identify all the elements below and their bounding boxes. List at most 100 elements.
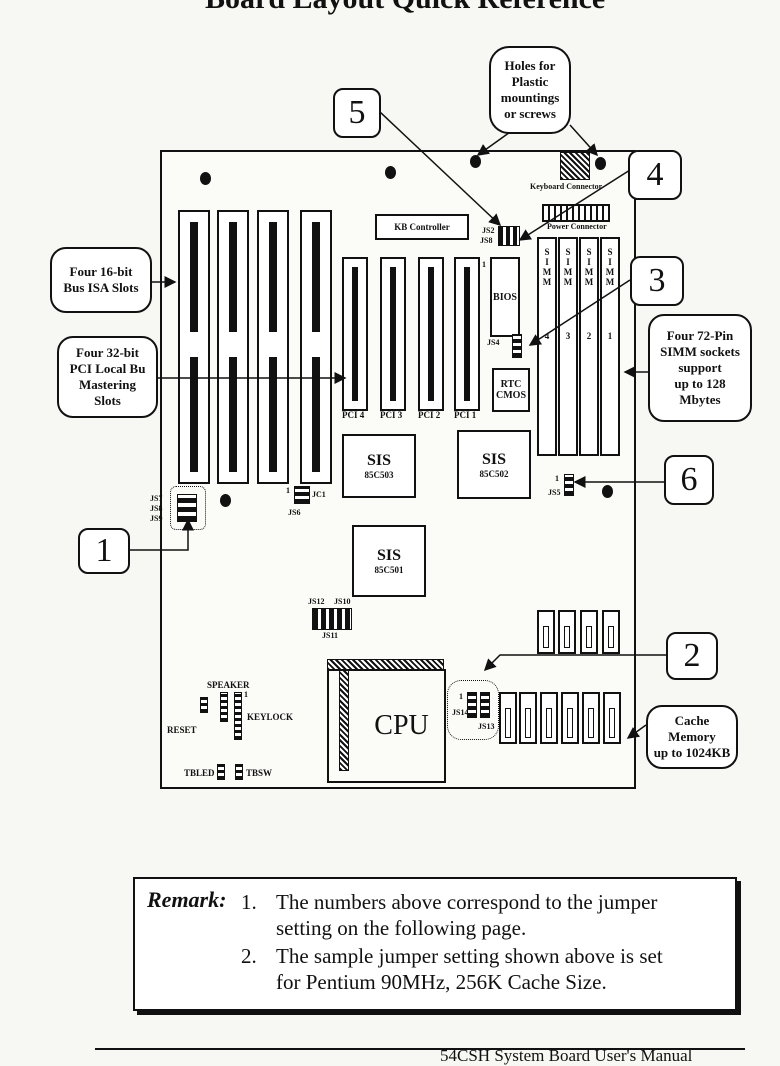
js13-label: JS13	[478, 722, 495, 731]
pci-slot-label: PCI 4	[342, 410, 365, 420]
cache-chip	[603, 692, 621, 744]
footer-text: 54CSH System Board User's Manual	[440, 1046, 693, 1065]
reset-connector	[200, 697, 208, 713]
cpu-chip: CPU	[327, 669, 446, 783]
callout-4: 4	[628, 150, 682, 200]
isa-slot	[300, 210, 332, 484]
reset-label: RESET	[167, 725, 197, 735]
cache-tag-chip	[537, 610, 555, 654]
js10-js12-jumper-block	[312, 608, 352, 630]
remark-heading: Remark:	[147, 887, 227, 912]
remark-item-1-line-1: The numbers above correspond to the jump…	[276, 890, 658, 914]
arrow-4	[518, 169, 631, 241]
tbled-connector	[217, 764, 225, 780]
motherboard-outline: Keyboard Connector Power Connector PCI 4…	[150, 150, 636, 789]
jc1-label: JC1	[312, 490, 326, 499]
js5-label: JS5	[548, 488, 561, 497]
pci-slot-label: PCI 3	[380, 410, 403, 420]
jumper-highlight	[447, 680, 499, 740]
js8-label: JS8	[150, 504, 163, 513]
js8-label: JS8	[480, 236, 493, 245]
js14-pin1-label: 1	[459, 692, 463, 701]
remark-item-1-number: 1.	[241, 890, 257, 914]
mounting-hole	[385, 166, 396, 179]
kb-controller-chip: KB Controller	[375, 214, 469, 240]
cache-chip	[499, 692, 517, 744]
remark-item-1-line-2: setting on the following page.	[276, 916, 527, 940]
cache-chip	[519, 692, 537, 744]
js11-label: JS11	[322, 631, 339, 640]
arrow-5	[379, 111, 502, 227]
pci-slot-3	[380, 257, 406, 411]
jc1-pin1-label: 1	[286, 486, 290, 495]
cache-chip	[582, 692, 600, 744]
remark-item-2-number: 2.	[241, 944, 257, 968]
speaker-connector	[220, 692, 228, 722]
cache-tag-chip	[558, 610, 576, 654]
arrow-holes-2	[569, 124, 599, 157]
bios-chip: BIOS	[490, 257, 520, 337]
cache-chip	[561, 692, 579, 744]
cache-chip	[540, 692, 558, 744]
tbsw-connector	[235, 764, 243, 780]
page-title: Board Layout Quick Reference	[205, 0, 605, 16]
js9-label: JS9	[150, 514, 163, 523]
mounting-hole	[220, 494, 231, 507]
pci-slot-4	[342, 257, 368, 411]
js10-label: JS10	[334, 597, 351, 606]
mounting-hole	[595, 157, 606, 170]
pci-slot-label: PCI 1	[454, 410, 477, 420]
cache-tag-chip	[580, 610, 598, 654]
callout-1: 1	[78, 528, 130, 574]
keyboard-connector-label: Keyboard Connector	[530, 182, 603, 191]
js13-jumper	[480, 692, 490, 718]
callout-5: 5	[333, 88, 381, 138]
js5-pin1-label: 1	[555, 474, 559, 483]
mounting-hole	[470, 155, 481, 168]
js14-jumper	[467, 692, 477, 718]
speaker-label: SPEAKER	[207, 680, 250, 690]
js4-label: JS4	[487, 338, 500, 347]
remark-box: Remark: 1. The numbers above correspond …	[133, 877, 737, 1011]
mounting-hole	[602, 485, 613, 498]
arrow-2	[483, 654, 666, 672]
keylock-connector	[234, 692, 242, 740]
callout-2: 2	[666, 632, 718, 680]
js7-label: JS7	[150, 494, 163, 503]
tbled-label: TBLED	[184, 768, 215, 778]
keylock-label: KEYLOCK	[247, 712, 294, 722]
isa-slot	[257, 210, 289, 484]
keyboard-connector	[560, 152, 590, 180]
pci-slot-label: PCI 2	[418, 410, 441, 420]
callout-3: 3	[630, 256, 684, 306]
isa-slot	[178, 210, 210, 484]
remark-item-2-line-2: for Pentium 90MHz, 256K Cache Size.	[276, 970, 607, 994]
pci-slot-2	[418, 257, 444, 411]
js4-jumper	[512, 334, 522, 358]
jc1-jumper	[294, 486, 310, 504]
arrow-3	[528, 279, 631, 346]
remark-item-2-line-1: The sample jumper setting shown above is…	[276, 944, 663, 968]
bios-pin1-label: 1	[482, 260, 486, 269]
tbsw-label: TBSW	[246, 768, 273, 778]
callout-6: 6	[664, 455, 714, 505]
js6-label: JS6	[288, 508, 301, 517]
pci-slot-1	[454, 257, 480, 411]
mounting-hole	[200, 172, 211, 185]
power-connector-label: Power Connector	[547, 222, 607, 231]
arrow-cache	[626, 724, 647, 739]
js14-label: JS14	[452, 708, 469, 717]
arrow-1	[125, 518, 194, 551]
